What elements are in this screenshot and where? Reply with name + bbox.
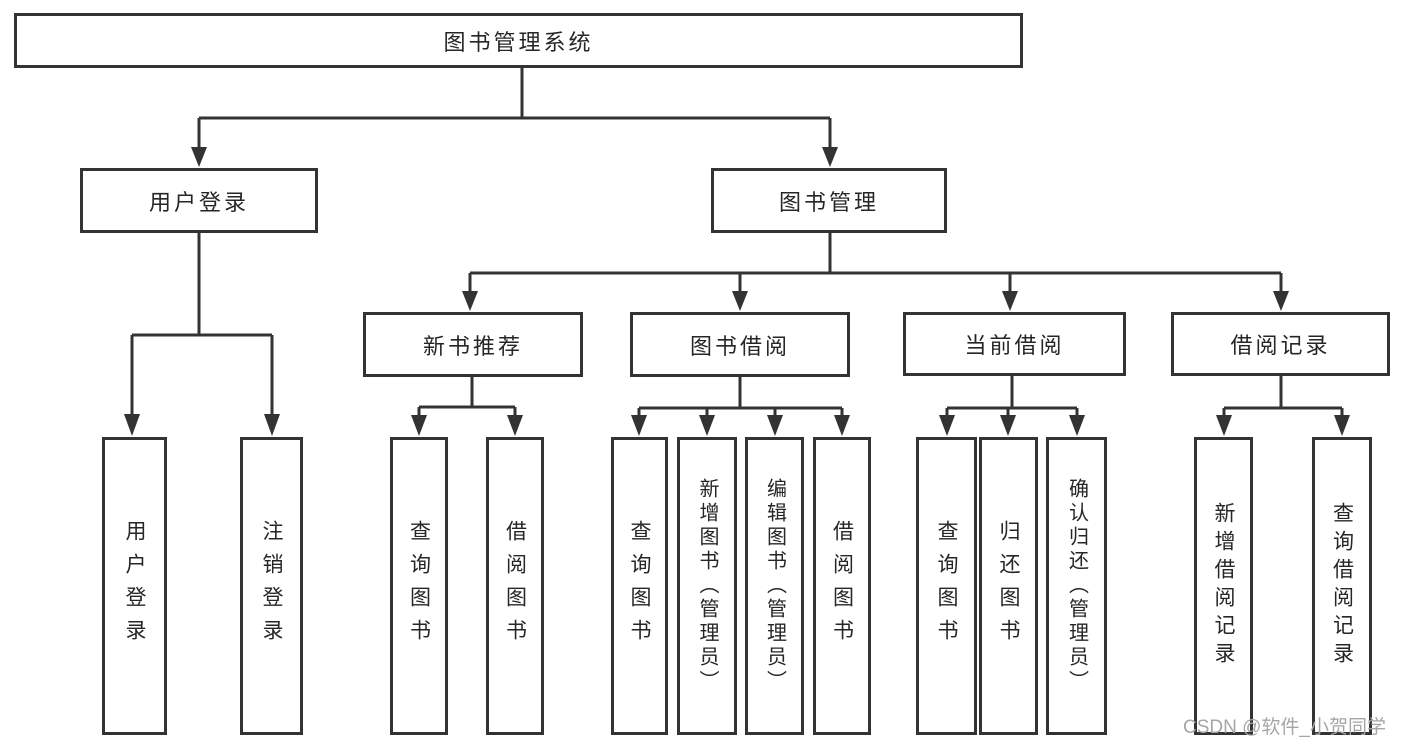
- leaf-query-books: 查询图书: [916, 437, 977, 735]
- leaf-edit-books-admin: 编辑图书（管理员）: [745, 437, 804, 735]
- node-label: 借阅记录: [1230, 333, 1331, 358]
- node-new-book-recommendation: 新书推荐: [363, 312, 583, 377]
- csdn-watermark: CSDN @软件_小贺同学: [1183, 717, 1386, 738]
- leaf-return-books: 归还图书: [979, 437, 1038, 735]
- leaf-label: 注销登录: [260, 520, 283, 652]
- leaf-query-books: 查询图书: [611, 437, 668, 735]
- leaf-query-books: 查询图书: [390, 437, 448, 735]
- leaf-query-borrow-record: 查询借阅记录: [1312, 437, 1372, 735]
- leaf-label: 新增图书（管理员）: [696, 478, 718, 694]
- node-label: 图书借阅: [689, 333, 790, 359]
- node-label: 当前借阅: [964, 333, 1065, 358]
- node-user-login: 用户登录: [80, 168, 318, 233]
- node-book-borrowing: 图书借阅: [630, 312, 850, 377]
- leaf-label: 借阅图书: [503, 520, 527, 652]
- leaf-confirm-return-admin: 确认归还（管理员）: [1046, 437, 1107, 735]
- leaf-label: 查询图书: [935, 520, 958, 652]
- leaf-label: 用户登录: [123, 520, 146, 652]
- leaf-borrow-books: 借阅图书: [486, 437, 544, 735]
- node-current-borrowing: 当前借阅: [903, 312, 1126, 376]
- leaf-label: 借阅图书: [830, 520, 854, 652]
- leaf-logout: 注销登录: [240, 437, 303, 735]
- leaf-label: 查询借阅记录: [1330, 502, 1354, 670]
- node-label: 新书推荐: [422, 333, 523, 359]
- leaf-label: 查询图书: [628, 520, 651, 652]
- leaf-user-login: 用户登录: [102, 437, 167, 735]
- leaf-label: 编辑图书（管理员）: [763, 478, 786, 694]
- leaf-label: 归还图书: [997, 520, 1020, 652]
- node-label: 图书管理: [778, 189, 879, 215]
- node-label: 用户登录: [148, 189, 249, 215]
- leaf-label: 新增借阅记录: [1212, 502, 1235, 670]
- node-label: 图书管理系统: [443, 29, 594, 55]
- leaf-label: 确认归还（管理员）: [1065, 478, 1088, 694]
- arrowheads: [124, 147, 1350, 436]
- node-library-management-system: 图书管理系统: [14, 13, 1023, 68]
- node-borrowing-records: 借阅记录: [1171, 312, 1390, 376]
- leaf-add-borrow-record: 新增借阅记录: [1194, 437, 1253, 735]
- leaf-add-books-admin: 新增图书（管理员）: [677, 437, 737, 735]
- leaf-borrow-books: 借阅图书: [813, 437, 871, 735]
- leaf-label: 查询图书: [407, 520, 431, 652]
- node-book-management: 图书管理: [711, 168, 947, 233]
